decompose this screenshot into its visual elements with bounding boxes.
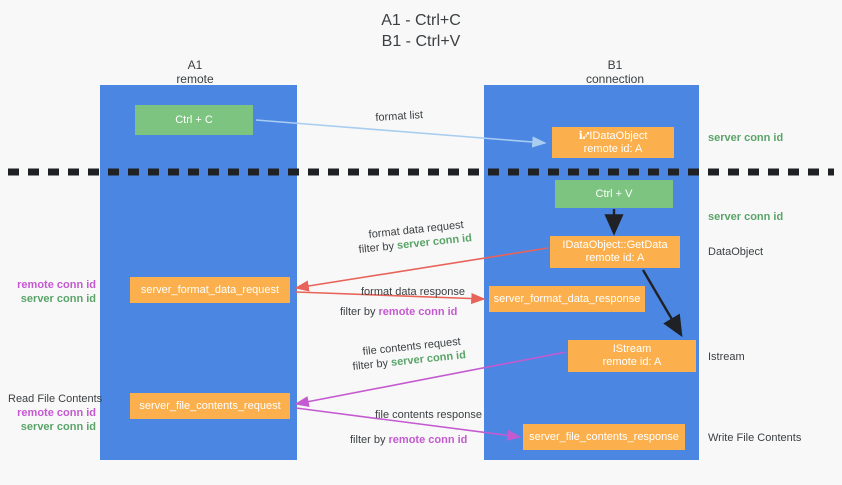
caption-format-data-response-filter: filter by remote conn id: [340, 305, 457, 319]
label-write-file-contents: Write File Contents: [708, 432, 802, 444]
label-read-file-contents-group: Read File Contents remote conn id server…: [8, 392, 120, 434]
box-server-file-contents-request[interactable]: server_file_contents_request: [130, 393, 290, 419]
filter-remote-conn-id-1: remote conn id: [378, 306, 458, 318]
title-line-2: B1 - Ctrl+V: [381, 33, 461, 50]
filter-by-text-3: filter by: [352, 357, 389, 373]
caption-file-contents-response-filter: filter by remote conn id: [350, 433, 467, 447]
label-dataobject: DataObject: [708, 246, 764, 258]
box-ctrl-v[interactable]: Ctrl + V: [555, 180, 673, 208]
box-ctrl-v-label: Ctrl + V: [595, 187, 633, 200]
label-server-conn-id-upper: server conn id: [20, 293, 96, 305]
lane-b1-subtitle: connection: [585, 72, 645, 86]
filter-by-text-4: filter by: [350, 434, 386, 446]
label-remote-conn-id-upper: remote conn id: [17, 279, 96, 291]
box-istream[interactable]: IStream remote id: A: [568, 340, 696, 372]
box-format-data-request-label: server_format_data_request: [140, 283, 280, 296]
box-idataobject-line2: remote id: A: [583, 142, 643, 155]
box-format-data-response-label: server_format_data_response: [493, 292, 641, 305]
filter-by-text-1: filter by: [358, 240, 395, 256]
title-line-1: A1 - Ctrl+C: [381, 12, 461, 29]
box-file-contents-request-label: server_file_contents_request: [139, 399, 281, 412]
caption-format-list: format list: [375, 109, 424, 124]
lane-b1-name: B1: [607, 58, 623, 72]
box-idataobject-getdata[interactable]: IDataObject::GetData remote id: A: [550, 236, 680, 268]
box-idataobject[interactable]: ℹ⑇IDataObject remote id: A: [552, 127, 674, 158]
lane-header-a1: A1 remote: [120, 58, 270, 86]
lane-a1-name: A1: [187, 58, 203, 72]
label-server-conn-id-top: server conn id: [708, 132, 784, 144]
lane-a1-subtitle: remote: [176, 72, 214, 86]
label-istream: Istream: [708, 351, 745, 363]
caption-file-contents-response: file contents response: [375, 409, 483, 421]
box-istream-line2: remote id: A: [602, 356, 662, 368]
label-remote-conn-id-lower: remote conn id: [17, 407, 96, 419]
box-istream-line1: IStream: [612, 343, 652, 355]
label-conn-ids-upper: remote conn id server conn id: [8, 278, 96, 306]
caption-format-data-response: format data response: [361, 286, 465, 298]
box-server-file-contents-response[interactable]: server_file_contents_response: [523, 424, 685, 450]
box-server-format-data-request[interactable]: server_format_data_request: [130, 277, 290, 303]
filter-remote-conn-id-2: remote conn id: [388, 434, 468, 446]
box-idataobject-line1: ℹ⑇IDataObject: [578, 129, 648, 142]
label-server-conn-id-lower: server conn id: [20, 421, 96, 433]
box-file-contents-response-label: server_file_contents_response: [529, 430, 679, 443]
box-ctrl-c[interactable]: Ctrl + C: [135, 105, 253, 135]
box-getdata-line1: IDataObject::GetData: [562, 239, 668, 251]
page-title: A1 - Ctrl+C B1 - Ctrl+V: [0, 10, 842, 52]
lane-header-b1: B1 connection: [540, 58, 690, 86]
filter-by-text-2: filter by: [340, 306, 376, 318]
box-server-format-data-response[interactable]: server_format_data_response: [489, 286, 645, 312]
box-ctrl-c-label: Ctrl + C: [175, 113, 213, 126]
box-getdata-line2: remote id: A: [585, 252, 645, 264]
label-server-conn-id-mid: server conn id: [708, 211, 784, 223]
label-read-file-contents: Read File Contents: [8, 393, 103, 405]
